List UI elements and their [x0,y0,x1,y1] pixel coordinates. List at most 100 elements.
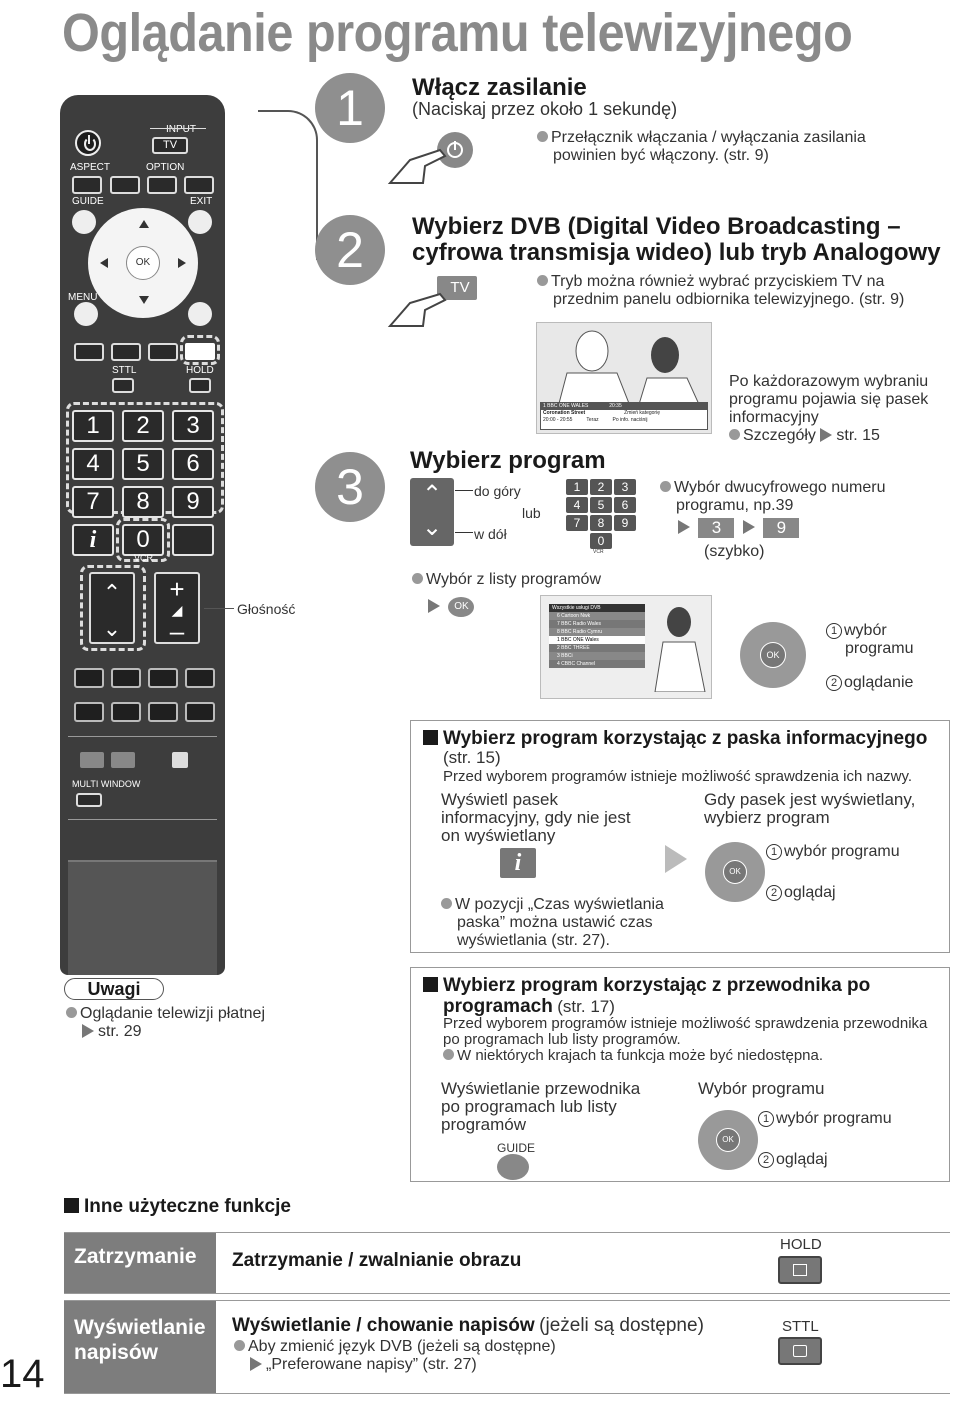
guide-button-label: GUIDE [497,1141,536,1155]
bullet-icon [66,1007,77,1018]
service-row: 8 BBC Radio Cymru [549,628,645,636]
info-line3: informacyjny [729,409,819,426]
info-heading-page: (str. 15) [443,748,501,767]
arrow-right-icon [742,520,755,535]
info-desc: Przed wyborem programów istnieje możliwo… [443,768,913,785]
key-4[interactable]: 4 [72,448,114,480]
channel-up-down-button: ⌃ ⌄ [410,478,454,546]
service-list-header: Wszystkie usługi DVB [549,604,645,612]
sttl-button[interactable] [112,378,134,393]
channel-button[interactable]: ⌃ ⌄ [89,572,135,644]
subtitles-note-line1: Aby zmienić język DVB (jeżeli są dostępn… [248,1338,556,1355]
guide-left-line3: programów [441,1115,527,1134]
remote-button[interactable] [74,702,104,722]
remote-button[interactable] [148,702,178,722]
volume-button[interactable]: + ◢ – [154,572,200,646]
color-button-blue[interactable] [185,343,215,360]
key-8[interactable]: 8 [122,486,164,518]
remote-button[interactable] [110,176,140,194]
key-9[interactable]: 9 [172,486,214,518]
info-right-text: Gdy pasek jest wyświetlany, wybierz prog… [704,791,915,827]
tv-button[interactable]: TV [152,137,188,154]
multiwindow-button[interactable] [76,793,102,807]
speaker-icon: ◢ [171,602,183,618]
remote-button[interactable] [74,668,104,688]
tv-button-label: TV [450,279,470,296]
remote-button[interactable] [111,668,141,688]
ok-icon: OK [723,860,747,884]
hold-button[interactable] [189,378,211,393]
bullet-icon [443,1049,454,1060]
key-6[interactable]: 6 [172,448,214,480]
bullet-icon [234,1340,245,1351]
key-7[interactable]: 7 [72,486,114,518]
small-key-0: 0 [590,533,612,549]
key-0-highlight [116,518,170,562]
color-button-red[interactable] [74,343,104,361]
subtitles-tab-line1: Wyświetlanie [74,1316,206,1339]
ok-icon: OK [716,1128,740,1152]
step-2-title-line1: Wybierz DVB (Digital Video Broadcasting … [412,213,901,240]
sttl-button-label: STTL [782,1318,819,1335]
info-section-heading: Wybierz program korzystając z paska info… [423,728,927,750]
guide-left-line1: Wyświetlanie przewodnika [441,1079,641,1098]
remote-button[interactable] [185,702,215,722]
banner-hours: 20:00 - 20:55 [543,417,573,423]
step-marker-2: 2 [826,675,842,691]
remote-button[interactable] [111,702,141,722]
remote-button[interactable] [172,524,214,556]
notes-line1: Oglądanie telewizji płatnej [80,1005,265,1022]
banner-channel: 1 BBC ONE WALES [543,403,589,409]
remote-button[interactable] [185,668,215,688]
return-button[interactable] [188,302,212,326]
remote-button[interactable] [111,752,135,768]
bullet-icon [537,131,548,142]
up-label: do góry [474,483,521,499]
key-1[interactable]: 1 [72,410,114,442]
banner-now: Teraz [586,417,599,423]
service-row-selected: 1 BBC ONE Wales [549,636,645,644]
hold-button-icon [778,1256,822,1284]
arrow-right-icon [178,258,186,268]
guide-button[interactable] [72,210,96,234]
key-2[interactable]: 2 [122,410,164,442]
square-bullet-icon [423,730,438,745]
remote-button[interactable] [184,176,214,194]
remote-button[interactable] [148,668,178,688]
key-3[interactable]: 3 [172,410,214,442]
guide-button-icon [497,1154,529,1180]
banner-show: Coronation Street [543,410,586,416]
exit-button[interactable] [188,210,212,234]
color-button-yellow[interactable] [148,343,178,361]
hold-button-label: HOLD [780,1236,822,1253]
example-key-9: 9 [763,518,800,538]
aspect-button[interactable] [72,176,102,194]
option-button[interactable] [147,176,177,194]
bullet-icon [660,481,671,492]
power-icon[interactable] [75,130,101,156]
arrow-right-icon [678,520,690,535]
step-marker-2: 2 [758,1152,774,1168]
key-5[interactable]: 5 [122,448,164,480]
info-button-icon: i [500,848,536,878]
remote-button[interactable] [172,752,188,768]
step-1-subtitle: (Naciskaj przez około 1 sekundę) [412,99,678,119]
guide-note: W niektórych krajach ta funkcja może być… [457,1047,824,1064]
key-0[interactable]: 0 [122,524,164,556]
ok-button[interactable]: OK [126,246,160,280]
info-key[interactable]: i [72,524,114,556]
color-button-green[interactable] [111,343,141,361]
notes-line2: str. 29 [98,1023,142,1040]
menu-button[interactable] [74,302,98,326]
small-key-6: 6 [614,497,636,513]
list-select-title: Wybór z listy programów [412,571,601,589]
guide-right-title: Wybór programu [698,1079,825,1098]
remote-button[interactable] [80,752,104,768]
guide-panel [410,967,950,1182]
hold-title: Zatrzymanie / zwalnianie obrazu [232,1250,522,1271]
service-row: 2 BBC THREE [557,645,590,651]
list-select-title-text: Wybór z listy programów [426,571,602,588]
info-watch-text: oglądaj [784,884,836,901]
